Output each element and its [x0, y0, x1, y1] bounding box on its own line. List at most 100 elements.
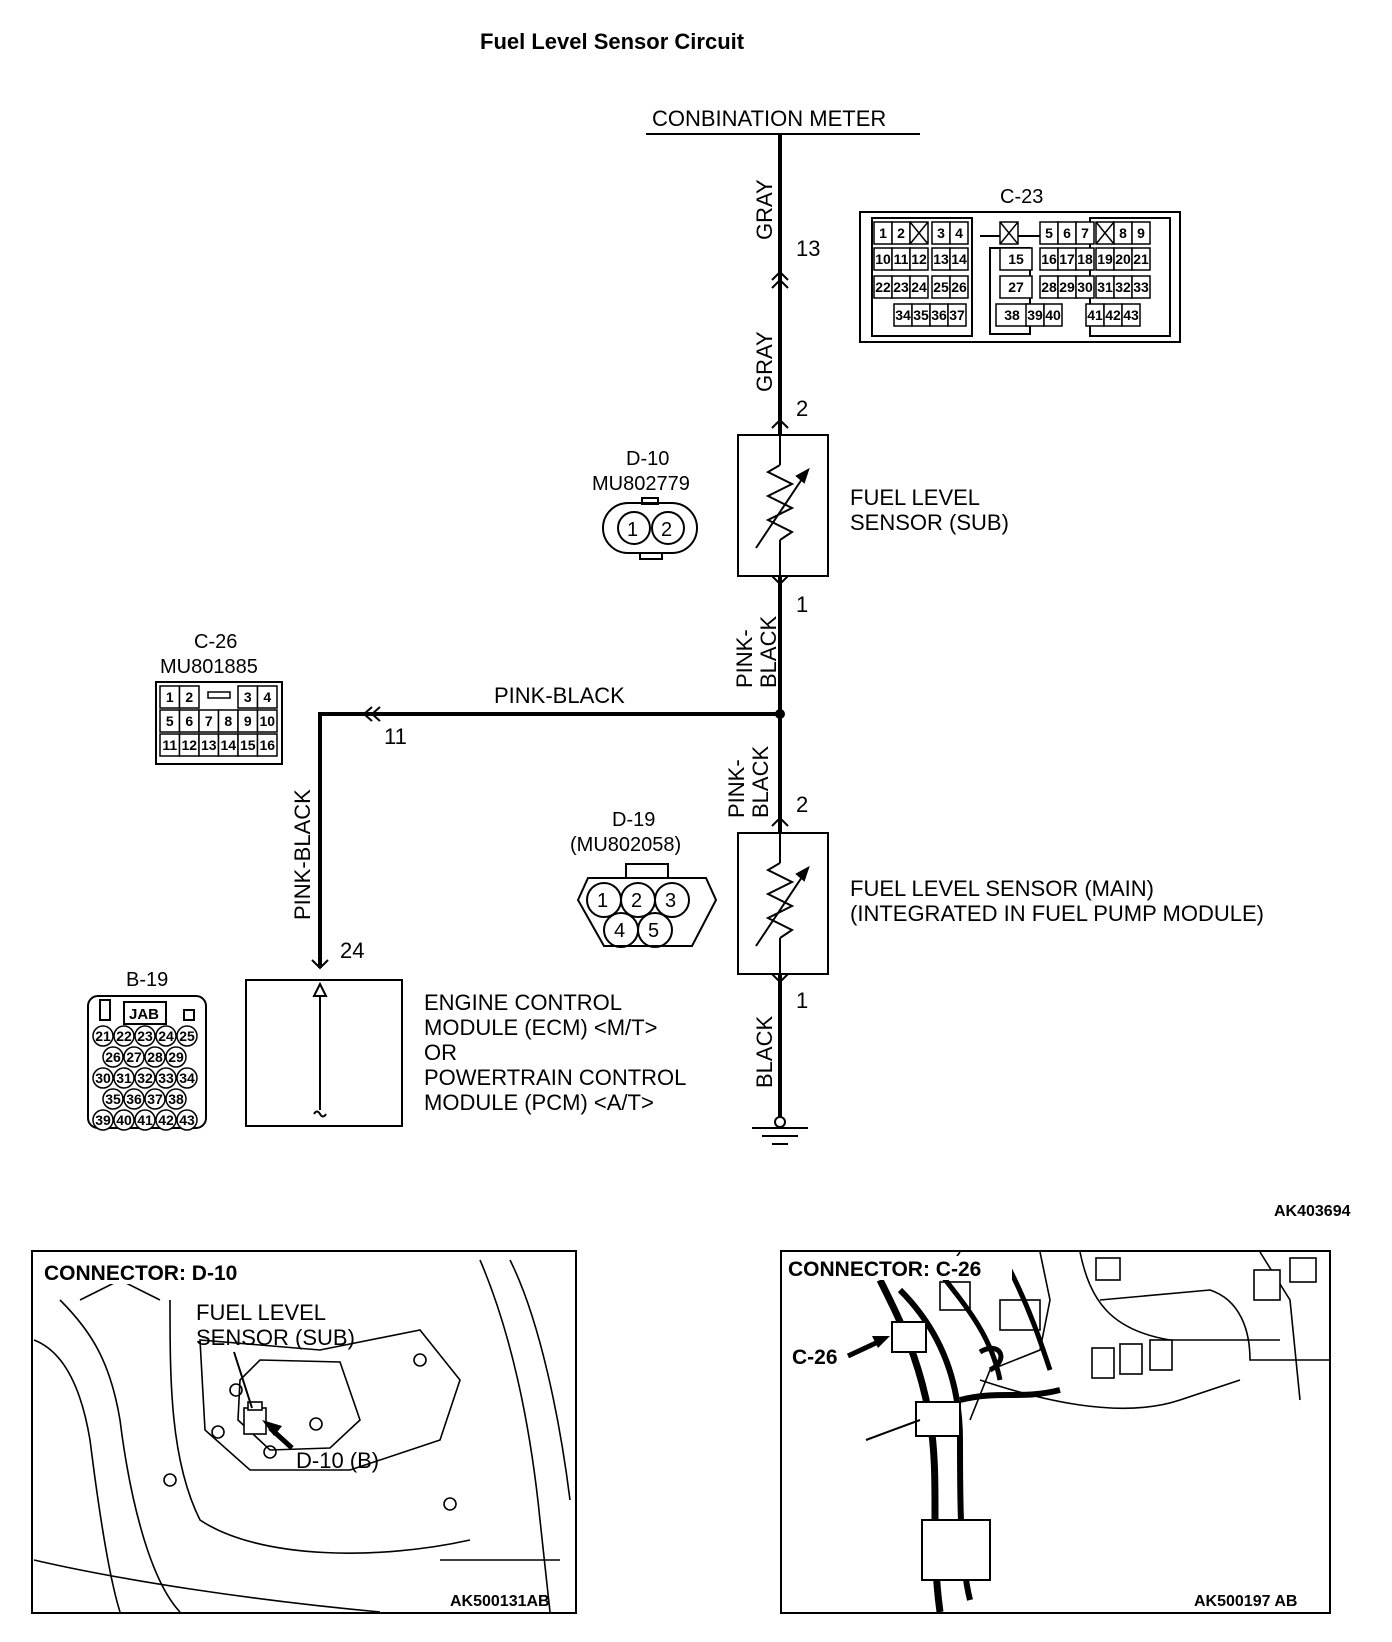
b19-pin-number: 34: [179, 1070, 195, 1086]
c23-pin-number: 38: [1004, 307, 1020, 323]
c26-pin-number: 11: [162, 737, 177, 753]
harness-connector-middle: [915, 1401, 961, 1437]
c26-pin-number: 16: [259, 737, 275, 753]
b19-pin-cell: [155, 1067, 177, 1089]
panel-connector-c26: CONNECTOR: C-26 C-26 AK500197 AB: [780, 1250, 1331, 1614]
connector-marker-ecm-11: [362, 706, 381, 722]
b19-pin-number: 25: [179, 1028, 195, 1044]
c23-pin-number: 15: [1008, 251, 1024, 267]
c23-pin-cell: [1121, 303, 1141, 327]
c23-pin-number: 20: [1115, 251, 1131, 267]
connector-d10-pin-1: 1: [627, 519, 638, 541]
b19-pin-cell: [123, 1046, 145, 1068]
c23-pin-number: 9: [1137, 225, 1145, 241]
diagram-code: AK403694: [1274, 1203, 1351, 1220]
c23-pin-number: 22: [875, 279, 891, 295]
c23-pin-cell: [999, 247, 1033, 271]
connector-d10: [602, 497, 698, 560]
b19-pin-number: 35: [105, 1091, 121, 1107]
panel-left-label-2: SENSOR (SUB): [196, 1325, 355, 1350]
connector-b19-id: B-19: [126, 969, 168, 991]
b19-pin-cell: [102, 1046, 124, 1068]
connector-c23-id: C-23: [1000, 186, 1043, 208]
c23-pin-number: 10: [875, 251, 891, 267]
connector-d19-pin-3: 3: [665, 890, 676, 912]
b19-pin-cell: [113, 1025, 135, 1047]
c23-pin-cell: [949, 247, 969, 271]
c23-pin-number: 18: [1077, 251, 1093, 267]
b19-pin-number: 33: [158, 1070, 174, 1086]
b19-pin-number: 27: [126, 1049, 142, 1065]
c23-pin-number: 37: [949, 307, 965, 323]
c23-pin-number: 17: [1059, 251, 1075, 267]
fuel-level-sensor-main-label-2: (INTEGRATED IN FUEL PUMP MODULE): [850, 901, 1264, 926]
c23-pin-number: 41: [1087, 307, 1103, 323]
c23-pin-number: 16: [1041, 251, 1057, 267]
b19-pin-number: 42: [158, 1112, 174, 1128]
c23-pin-number: 19: [1097, 251, 1113, 267]
c23-pin-number: 26: [951, 279, 967, 295]
c26-connector-photo: [891, 1321, 927, 1353]
c23-pin-number: 32: [1115, 279, 1131, 295]
c23-pin-number: 30: [1077, 279, 1093, 295]
wire-label-gray-upper: GRAY: [752, 179, 777, 240]
c23-pin-number: 33: [1133, 279, 1149, 295]
connector-marker-main-bottom: [771, 973, 789, 984]
wire-label-pink-black-vertical: PINK-BLACK: [290, 789, 315, 920]
pin-main-1: 1: [796, 988, 808, 1013]
c26-pin-number: 1: [166, 689, 174, 705]
b19-pin-cell: [123, 1088, 145, 1110]
c26-pin-number: 2: [185, 689, 193, 705]
fuel-level-sensor-sub-label-2: SENSOR (SUB): [850, 510, 1009, 535]
harness-illustration: [939, 1251, 1330, 1421]
b19-pin-cell: [113, 1109, 135, 1131]
pin-ecm-24: 24: [340, 938, 364, 963]
ecm-label-1: ENGINE CONTROL: [424, 990, 622, 1015]
panel-right-callout: C-26: [792, 1346, 838, 1369]
c23-pin-cell: [947, 303, 967, 327]
b19-pin-cell: [134, 1109, 156, 1131]
c23-pin-number: 6: [1063, 225, 1071, 241]
c23-pin-number: 24: [911, 279, 927, 295]
c26-pin-number: 7: [205, 713, 213, 729]
c23-pin-number: 13: [933, 251, 949, 267]
c23-pin-cell: [1043, 303, 1063, 327]
b19-pin-number: 24: [158, 1028, 174, 1044]
pin-sub-2: 2: [796, 396, 808, 421]
connector-d10-part: MU802779: [592, 473, 690, 495]
ecm-box: [245, 979, 403, 1127]
b19-pin-number: 31: [116, 1070, 132, 1086]
c23-pin-number: 25: [933, 279, 949, 295]
b19-pin-number: 32: [137, 1070, 153, 1086]
c23-pin-cell: [1131, 275, 1151, 299]
c23-pin-number: 14: [951, 251, 967, 267]
c23-pin-number: 31: [1097, 279, 1113, 295]
pin-sub-1: 1: [796, 592, 808, 617]
c26-pin-number: 14: [220, 737, 236, 753]
ecm-input-symbol: [312, 981, 328, 1118]
fuel-level-sensor-main-box: [737, 832, 829, 975]
pin-meter-13: 13: [796, 236, 820, 261]
harness-pointer: [865, 1419, 921, 1441]
b19-pin-cell: [92, 1025, 114, 1047]
pin-ecm-11: 11: [384, 724, 407, 749]
b19-pin-cell: [113, 1067, 135, 1089]
ecm-label-2: MODULE (ECM) <M/T>: [424, 1015, 657, 1040]
panel-left-callout: D-10 (B): [296, 1448, 379, 1473]
connector-c26-id: C-26: [194, 631, 237, 653]
b19-pin-number: 37: [147, 1091, 163, 1107]
c23-pin-number: 39: [1027, 307, 1043, 323]
b19-pin-cell: [165, 1088, 187, 1110]
b19-pin-cell: [155, 1025, 177, 1047]
pin-main-2: 2: [796, 792, 808, 817]
b19-pin-number: 38: [168, 1091, 184, 1107]
c23-pin-number: 35: [913, 307, 929, 323]
connector-marker-meter: [771, 270, 789, 289]
panel-right-code: AK500197 AB: [1194, 1593, 1297, 1610]
c23-pin-cell: [949, 221, 969, 245]
b19-pin-cell: [92, 1067, 114, 1089]
c23-pin-number: 43: [1123, 307, 1139, 323]
c26-pin-cell: [256, 709, 278, 733]
panel-left-code: AK500131AB: [450, 1593, 550, 1610]
